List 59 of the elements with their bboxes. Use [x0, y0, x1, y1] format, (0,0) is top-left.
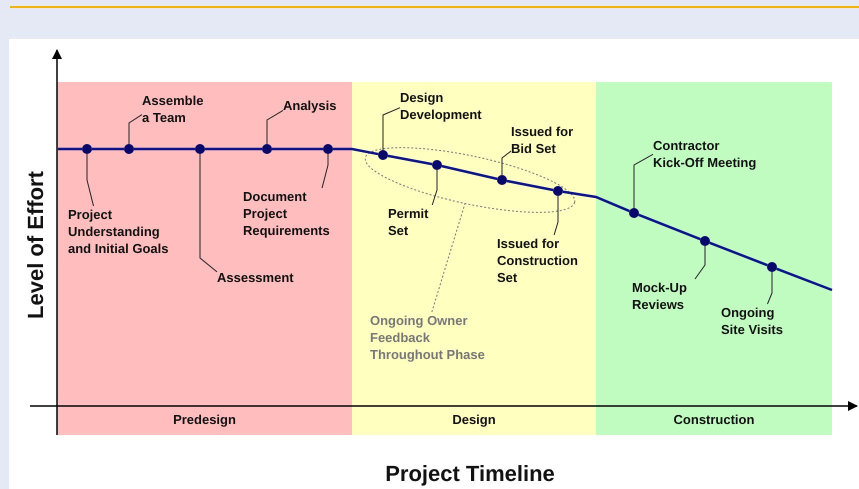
phase-band — [596, 82, 832, 435]
milestone-label: Assemble a Team — [142, 92, 212, 126]
effort-line — [506, 180, 554, 192]
milestone-dot — [195, 144, 205, 154]
note-label: Ongoing Owner Feedback Throughout Phase — [370, 312, 500, 363]
milestone-label: Contractor Kick-Off Meeting — [653, 137, 769, 171]
effort-line — [442, 164, 498, 180]
leader-line — [694, 246, 706, 280]
milestone-label: Design Development — [400, 89, 500, 123]
milestone-dot — [767, 262, 777, 272]
milestone-label: Ongoing Site Visits — [721, 304, 801, 338]
effort-line — [388, 154, 432, 166]
effort-line — [92, 148, 124, 150]
milestone-label: Analysis — [283, 97, 336, 114]
leader-line — [502, 150, 512, 176]
axis-title: Level of Effort — [23, 171, 49, 319]
milestone-dot — [124, 144, 134, 154]
effort-line — [205, 148, 262, 150]
phase-label: Predesign — [172, 411, 237, 428]
milestone-label: Permit Set — [388, 205, 438, 239]
effort-line — [58, 148, 82, 150]
milestone-label: Mock-Up Reviews — [632, 279, 697, 313]
effort-line — [272, 148, 323, 150]
milestone-dot — [497, 175, 507, 185]
leader-line — [128, 114, 142, 144]
dotted-leader-line — [431, 202, 466, 312]
effort-line — [333, 148, 378, 156]
leader-line — [432, 170, 438, 206]
milestone-dot — [82, 144, 92, 154]
effort-line — [776, 268, 832, 292]
milestone-label: Issued for Construction Set — [497, 235, 592, 286]
milestone-dot — [553, 186, 563, 196]
leader-line — [86, 154, 94, 206]
milestone-label: Issued for Bid Set — [511, 123, 591, 157]
leader-line — [634, 154, 654, 208]
effort-line — [562, 190, 630, 212]
milestone-dot — [432, 160, 442, 170]
milestone-label: Document Project Requirements — [243, 188, 348, 239]
milestone-dot — [700, 236, 710, 246]
leader-line — [322, 154, 328, 188]
milestone-dot — [378, 150, 388, 160]
phase-band — [352, 82, 596, 435]
axis-title: Project Timeline — [385, 461, 555, 487]
milestone-dot — [323, 144, 333, 154]
leader-line — [766, 272, 772, 304]
leader-line — [554, 196, 558, 236]
leader-line — [382, 107, 400, 150]
effort-line — [638, 214, 701, 240]
milestone-label: Assessment — [217, 269, 294, 286]
milestone-label: Project Understanding and Initial Goals — [68, 206, 172, 257]
phase-label: Construction — [672, 411, 756, 428]
effort-line — [709, 242, 768, 266]
leader-line — [266, 110, 284, 144]
leader-line — [200, 154, 218, 272]
effort-line — [134, 148, 195, 150]
milestone-dot — [262, 144, 272, 154]
milestone-dot — [629, 208, 639, 218]
phase-band — [57, 82, 352, 435]
phase-label: Design — [451, 411, 497, 428]
